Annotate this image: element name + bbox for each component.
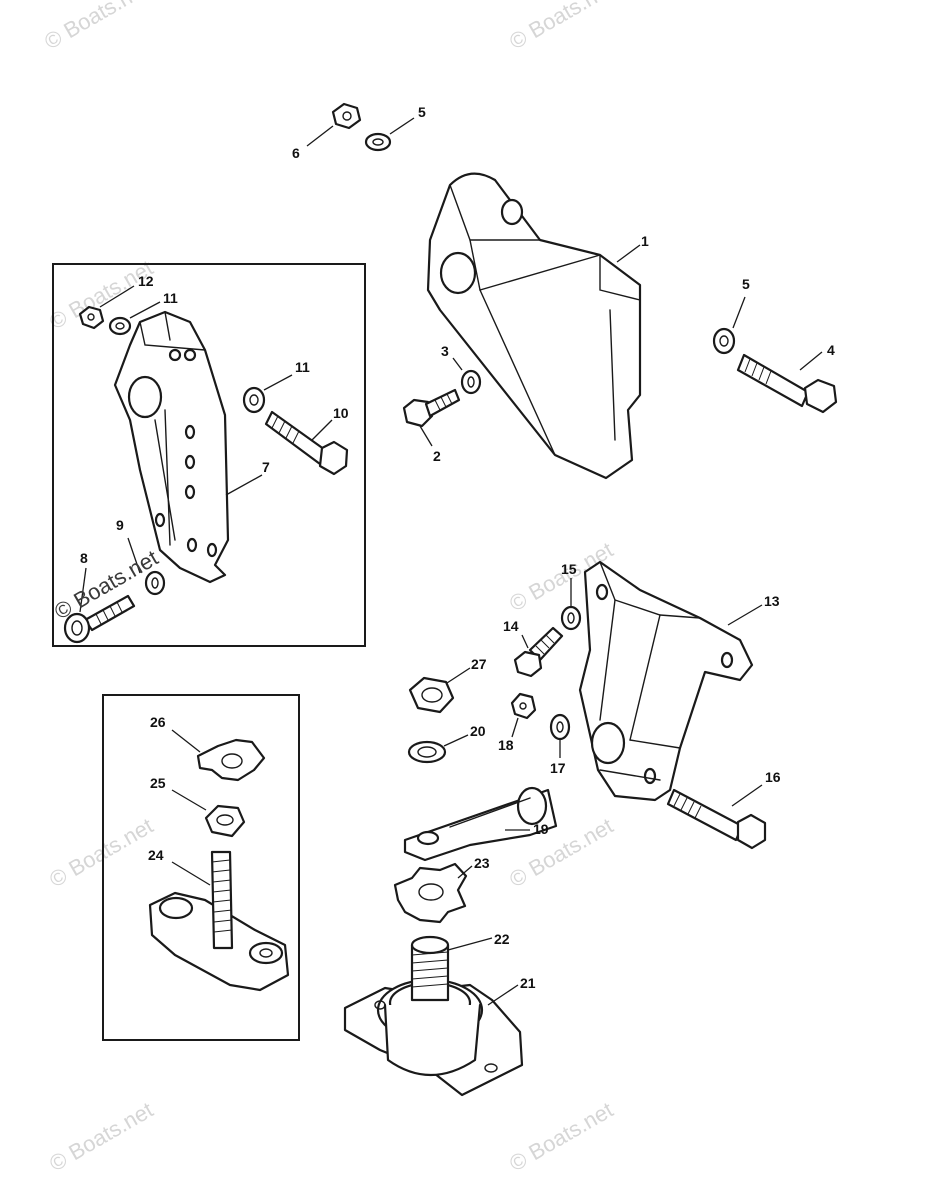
callout-16: 16 xyxy=(765,769,781,785)
part-11-lock-washer-mid xyxy=(242,386,266,414)
callout-5-top: 5 xyxy=(418,104,426,120)
callout-18: 18 xyxy=(498,737,514,753)
part-25-nut xyxy=(204,804,246,838)
callout-5-right: 5 xyxy=(742,276,750,292)
part-27-nut xyxy=(408,676,455,714)
part-8-bolt xyxy=(63,594,136,644)
callout-19: 19 xyxy=(533,821,549,837)
callout-10: 10 xyxy=(333,405,349,421)
part-18-nut xyxy=(510,692,537,720)
callout-23: 23 xyxy=(474,855,490,871)
watermark: © Boats.net xyxy=(505,0,617,54)
watermark: © Boats.net xyxy=(40,0,152,54)
callout-1: 1 xyxy=(641,233,649,249)
part-6-nut xyxy=(331,102,362,130)
part-9-lock-washer xyxy=(144,570,166,596)
callout-7: 7 xyxy=(262,459,270,475)
callout-15: 15 xyxy=(561,561,577,577)
part-5-lock-washer xyxy=(364,132,392,152)
watermark: © Boats.net xyxy=(505,1097,617,1176)
part-12-nut xyxy=(78,305,105,330)
part-14-bolt xyxy=(513,626,564,678)
part-24-stud-assembly xyxy=(148,850,290,992)
part-23-tab-washer xyxy=(393,862,468,924)
part-5-lock-washer-right xyxy=(712,327,736,355)
part-15-lock-washer xyxy=(560,605,582,631)
callout-3: 3 xyxy=(441,343,449,359)
callout-8: 8 xyxy=(80,550,88,566)
callout-27: 27 xyxy=(471,656,487,672)
callout-4: 4 xyxy=(827,342,835,358)
watermark: © Boats.net xyxy=(45,813,157,892)
part-21-mount xyxy=(343,978,524,1097)
part-11-lock-washer-top xyxy=(108,316,132,336)
callout-11-top: 11 xyxy=(163,290,178,306)
part-10-bolt xyxy=(264,410,349,476)
kit-box-lower xyxy=(102,694,300,1041)
callout-11-mid: 11 xyxy=(295,359,310,375)
part-7-bracket xyxy=(113,310,230,584)
part-17-lock-washer xyxy=(549,713,571,741)
callout-14: 14 xyxy=(503,618,519,634)
callout-26: 26 xyxy=(150,714,166,730)
callout-25: 25 xyxy=(150,775,166,791)
part-26-tab-washer xyxy=(196,738,266,782)
part-1-bracket xyxy=(426,172,642,480)
part-22-stud xyxy=(410,935,450,1002)
part-16-bolt xyxy=(666,788,767,850)
part-19-stud-arm xyxy=(403,786,558,862)
callout-21: 21 xyxy=(520,975,536,991)
callout-22: 22 xyxy=(494,931,510,947)
callout-12: 12 xyxy=(138,273,154,289)
part-2-bolt xyxy=(402,388,461,428)
part-4-bolt xyxy=(736,353,838,414)
watermark: © Boats.net xyxy=(45,1097,157,1176)
callout-20: 20 xyxy=(470,723,486,739)
callout-6: 6 xyxy=(292,145,300,161)
part-20-washer xyxy=(407,740,447,764)
callout-13: 13 xyxy=(764,593,780,609)
part-13-bracket xyxy=(578,560,754,802)
callout-9: 9 xyxy=(116,517,124,533)
kit-box-upper xyxy=(52,263,366,647)
watermark-layer: © Boats.net © Boats.net © Boats.net © Bo… xyxy=(40,0,617,1176)
callout-24: 24 xyxy=(148,847,164,863)
callout-2: 2 xyxy=(433,448,441,464)
part-3-lock-washer xyxy=(460,369,482,395)
callout-17: 17 xyxy=(550,760,566,776)
